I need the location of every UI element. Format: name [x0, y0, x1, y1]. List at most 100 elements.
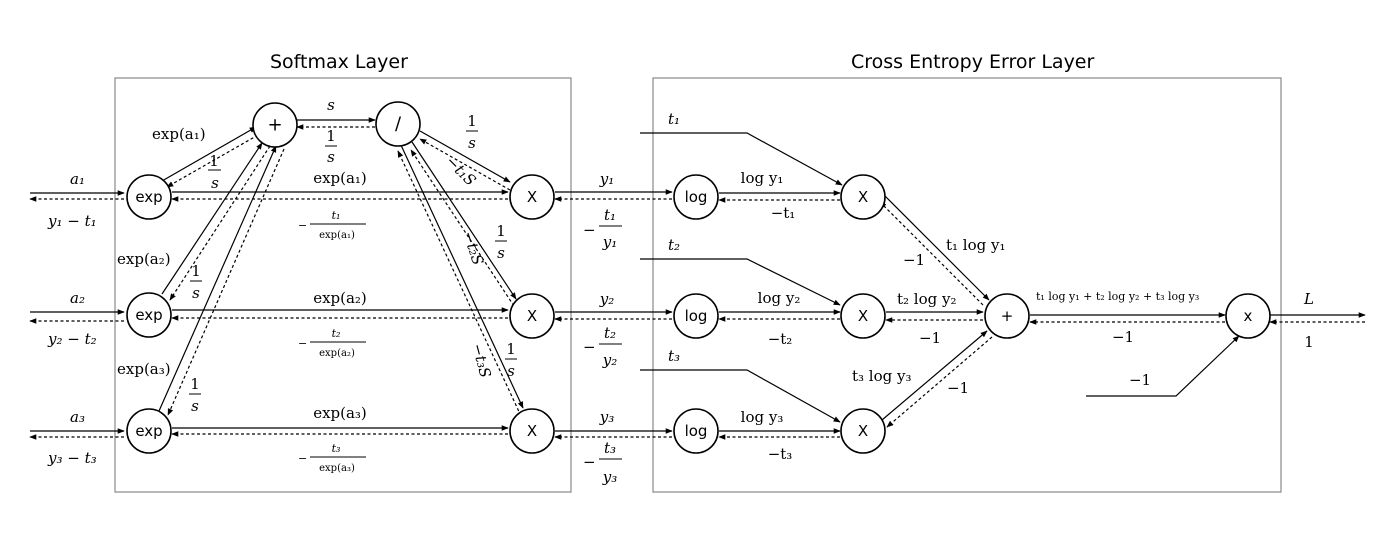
frac-neg-t2-over-y2: − t₂ y₂ [583, 324, 622, 369]
node-ce-mul-2: X [840, 293, 886, 339]
frac-num: t₂ [604, 324, 616, 342]
label-exp-a1-mid: exp(a₁) [313, 169, 367, 187]
node-ce-mul-2-label: X [858, 307, 868, 325]
edge-div-x1 [419, 130, 511, 183]
frac-num: 1 [190, 375, 200, 393]
edge-plus-exp3-grad [167, 148, 285, 416]
edge-exp1-plus [161, 126, 257, 182]
label-exp-a3-mid: exp(a₃) [313, 404, 367, 422]
frac-neg-t3-over-y3: − t₃ y₃ [583, 439, 622, 486]
softmax-layer-title: Softmax Layer [270, 51, 408, 73]
node-mul-2-label: X [527, 307, 537, 325]
edge-plus-exp2-grad [169, 145, 271, 301]
node-ce-mul-1: X [840, 174, 886, 220]
label-L: L [1303, 290, 1314, 308]
node-log-2-label: log [685, 307, 708, 325]
node-sum: + [984, 293, 1030, 339]
frac-num: 1 [506, 340, 516, 358]
label-t3-log-y3: t₃ log y₃ [852, 367, 912, 385]
node-exp-3-label: exp [135, 422, 162, 440]
frac-neg: − [583, 221, 596, 239]
node-log-3: log [673, 408, 719, 454]
label-neg-one-1: −1 [903, 251, 925, 269]
cross-entropy-layer-box [652, 77, 1282, 493]
node-exp-2-label: exp [135, 306, 162, 324]
label-exp-a1-top: exp(a₁) [152, 125, 206, 143]
node-log-1: log [673, 174, 719, 220]
label-grad-a1: y₁ − t₁ [47, 212, 97, 230]
label-neg-one-3: −1 [947, 379, 969, 397]
edge-sum-cx3-grad [886, 336, 993, 428]
edge-neg1-final [1086, 335, 1240, 397]
label-log-y2: log y₂ [758, 289, 801, 307]
node-mul-1-label: X [527, 188, 537, 206]
edge-x1-div-grad [419, 138, 511, 191]
frac-den: s [192, 284, 200, 302]
label-exp-a2-left: exp(a₂) [117, 250, 171, 268]
frac-num: 1 [496, 222, 506, 240]
edge-x2-div-grad [410, 149, 515, 307]
frac-den: s [497, 244, 505, 262]
frac-den: s [191, 397, 199, 415]
node-exp-2: exp [126, 292, 172, 338]
frac-num: 1 [191, 262, 201, 280]
softmax-layer-box [114, 77, 572, 493]
frac-den: exp(a₃) [319, 463, 355, 474]
label-neg-t2: −t₂ [768, 330, 793, 348]
frac-den: s [507, 362, 515, 380]
frac-1-over-s-top: 1 s [325, 127, 337, 166]
frac-den: y₃ [602, 468, 618, 486]
frac-1-over-s-exp3: 1 s [189, 375, 201, 415]
edge-div-x2 [411, 141, 517, 300]
frac-neg: − [583, 453, 596, 471]
edge-x3-div-grad [397, 150, 522, 417]
edge-cx3-sum [881, 330, 988, 421]
frac-neg: − [583, 338, 596, 356]
node-div-label: / [395, 114, 402, 135]
frac-num: t₃ [604, 439, 616, 457]
frac-num: 1 [209, 152, 219, 170]
node-log-2: log [673, 293, 719, 339]
node-exp-3: exp [126, 408, 172, 454]
label-neg-one-2: −1 [919, 329, 941, 347]
node-log-3-label: log [685, 422, 708, 440]
node-ce-mul-3-label: X [858, 422, 868, 440]
label-t2: t₂ [668, 236, 680, 254]
frac-neg-t2-over-exp-a2: − t₂ exp(a₂) [298, 327, 366, 359]
edge-exp3-plus [158, 145, 277, 412]
node-ce-mul-3: X [840, 408, 886, 454]
label-t1-log-y1: t₁ log y₁ [946, 236, 1006, 254]
frac-neg-t3-over-exp-a3: − t₃ exp(a₃) [298, 442, 366, 474]
node-sum-label: + [1001, 307, 1014, 325]
edge-t3-in [640, 369, 841, 423]
label-sum-expr: t₁ log y₁ + t₂ log y₂ + t₃ log y₃ [1036, 290, 1199, 303]
label-y2: y₂ [599, 290, 615, 308]
label-a1: a₁ [70, 170, 85, 188]
edge-plus-exp1-grad [166, 134, 259, 188]
frac-1-over-s-x1: 1 s [466, 112, 478, 152]
frac-num: 1 [467, 112, 477, 130]
label-t2-log-y2: t₂ log y₂ [897, 290, 957, 308]
frac-den: s [327, 148, 335, 166]
label-neg-t1: −t₁ [771, 204, 796, 222]
label-neg-t2-s: −t₂S [459, 229, 487, 268]
frac-1-over-s-x3: 1 s [505, 340, 517, 380]
frac-den: y₂ [602, 351, 618, 369]
label-neg-one-input: −1 [1129, 371, 1151, 389]
label-t3: t₃ [668, 347, 680, 365]
edge-t2-in [640, 258, 841, 306]
label-t1: t₁ [668, 110, 680, 128]
label-log-y1: log y₁ [741, 169, 784, 187]
label-neg-t3: −t₃ [768, 445, 793, 463]
frac-1-over-s-exp1: 1 s [208, 152, 221, 192]
node-final-mul: x [1225, 293, 1271, 339]
node-mul-1: X [509, 174, 555, 220]
frac-1-over-s-x2: 1 s [495, 222, 507, 262]
frac-neg-t1-over-exp-a1: − t₁ exp(a₁) [298, 209, 366, 241]
frac-num: t₁ [332, 209, 341, 222]
node-mul-3: X [509, 408, 555, 454]
node-ce-mul-1-label: X [858, 188, 868, 206]
frac-den: exp(a₂) [319, 348, 355, 359]
frac-den: exp(a₁) [319, 230, 355, 241]
